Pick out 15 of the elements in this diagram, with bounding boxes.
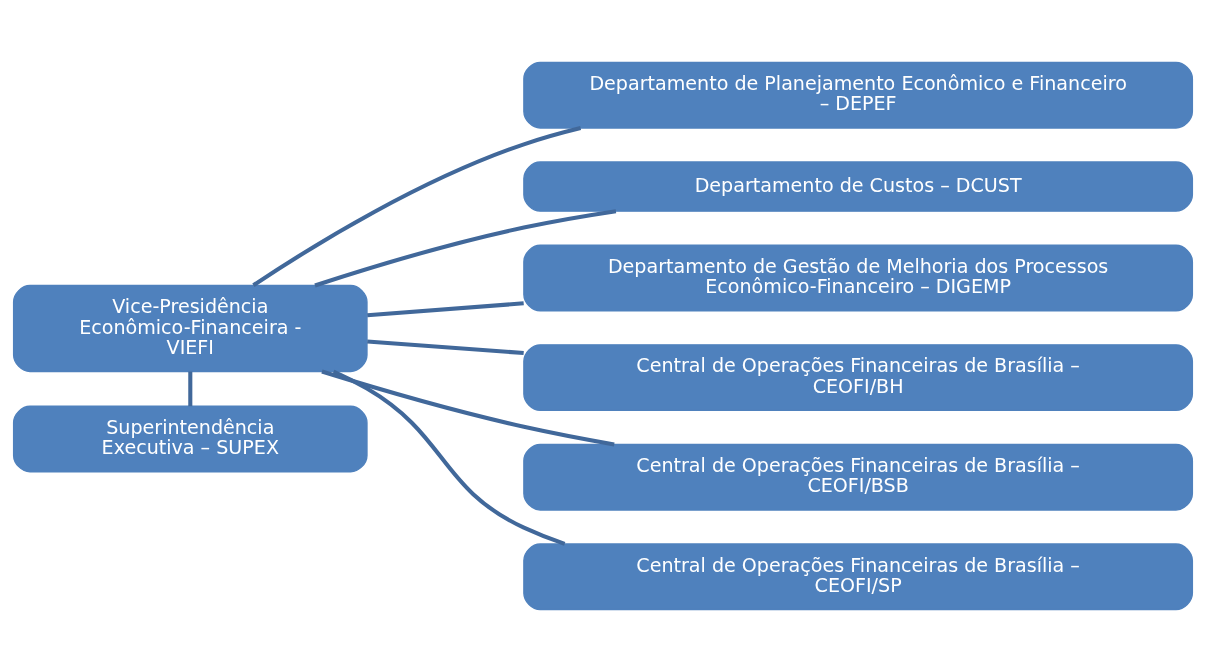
node-box: Departamento de Planejamento Econômico e Financeiro – DEPEF xyxy=(523,61,1194,129)
node-box: Superintendência Executiva – SUPEX xyxy=(12,405,368,473)
node-box: Departamento de Gestão de Melhoria dos Processos Econômico-Financeiro – DIGEMP xyxy=(523,244,1194,312)
connector xyxy=(188,371,193,407)
connector xyxy=(367,339,524,356)
node-box: Central de Operações Financeiras de Brasília – CEOFI/BSB xyxy=(523,443,1194,511)
connector xyxy=(252,126,582,287)
node-box: Central de Operações Financeiras de Brasília – CEOFI/BH xyxy=(523,344,1194,412)
node-box: Departamento de Custos – DCUST xyxy=(523,161,1194,212)
connector xyxy=(321,369,615,447)
connector xyxy=(367,301,524,318)
node-box: Vice-Presidência Econômico-Financeira - VIEFI xyxy=(12,284,368,373)
node-box: Central de Operações Financeiras de Brasília – CEOFI/SP xyxy=(523,543,1194,611)
connector xyxy=(332,369,566,546)
connector xyxy=(314,209,617,288)
